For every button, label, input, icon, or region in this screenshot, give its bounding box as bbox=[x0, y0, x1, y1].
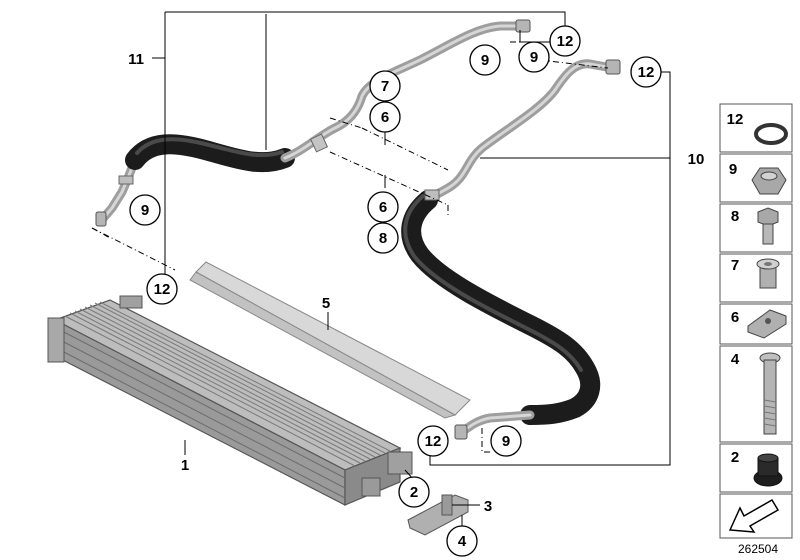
svg-text:6: 6 bbox=[731, 309, 739, 326]
svg-text:6: 6 bbox=[379, 199, 387, 216]
callout-6-upper: 6 bbox=[369, 101, 401, 133]
callout-7: 7 bbox=[369, 70, 401, 102]
svg-text:9: 9 bbox=[141, 202, 149, 219]
oil-cooler[interactable] bbox=[47, 295, 413, 506]
svg-text:4: 4 bbox=[458, 533, 467, 550]
callout-12-top-middle: 12 bbox=[549, 25, 581, 57]
svg-text:12: 12 bbox=[425, 433, 442, 450]
reference-lines bbox=[91, 41, 609, 453]
long-bolt-icon bbox=[759, 352, 781, 435]
legend-item-9[interactable]: 9 bbox=[719, 153, 793, 203]
label-11: 11 bbox=[128, 51, 144, 68]
svg-text:4: 4 bbox=[731, 351, 740, 368]
legend-item-6[interactable]: 6 bbox=[719, 303, 793, 345]
svg-text:8: 8 bbox=[379, 230, 387, 247]
callout-9-upper-left: 9 bbox=[129, 194, 161, 226]
bracket-clip-icon bbox=[747, 309, 787, 339]
arrow-icon bbox=[728, 498, 780, 533]
callout-2: 2 bbox=[398, 476, 430, 508]
oil-cooler-line-upper[interactable] bbox=[95, 19, 531, 227]
rubber-mount-icon bbox=[753, 453, 783, 487]
svg-text:8: 8 bbox=[731, 208, 739, 225]
svg-text:6: 6 bbox=[381, 109, 389, 126]
svg-text:9: 9 bbox=[729, 161, 737, 178]
hex-nut-icon bbox=[751, 167, 787, 195]
callout-6-lower: 6 bbox=[367, 191, 399, 223]
svg-text:2: 2 bbox=[731, 449, 739, 466]
svg-text:7: 7 bbox=[731, 257, 739, 274]
callout-12-upper-left: 12 bbox=[146, 273, 178, 305]
callout-12-top-right: 12 bbox=[630, 56, 662, 88]
leader-lines bbox=[152, 11, 671, 527]
bolt-icon bbox=[757, 207, 779, 245]
svg-text:12: 12 bbox=[557, 33, 574, 50]
legend-item-2[interactable]: 2 bbox=[719, 443, 793, 493]
cover-strip[interactable] bbox=[189, 261, 471, 419]
legend-item-8[interactable]: 8 bbox=[719, 203, 793, 253]
svg-text:12: 12 bbox=[154, 281, 171, 298]
callout-9-top-right: 9 bbox=[518, 41, 550, 73]
svg-text:2: 2 bbox=[410, 484, 418, 501]
callout-4: 4 bbox=[446, 525, 478, 557]
o-ring-icon bbox=[754, 123, 788, 145]
oil-cooler-line-lower[interactable] bbox=[401, 59, 621, 440]
legend-arrow-box bbox=[719, 493, 793, 539]
svg-text:9: 9 bbox=[502, 433, 510, 450]
parts-legend: 12 9 8 7 bbox=[719, 103, 793, 539]
svg-text:12: 12 bbox=[638, 64, 655, 81]
callout-9-lower: 9 bbox=[490, 425, 522, 457]
svg-text:7: 7 bbox=[381, 78, 389, 95]
svg-text:12: 12 bbox=[727, 111, 744, 128]
callout-8: 8 bbox=[367, 222, 399, 254]
legend-item-7[interactable]: 7 bbox=[719, 253, 793, 303]
callout-12-lower: 12 bbox=[417, 425, 449, 457]
diagram-reference-number: 262504 bbox=[738, 542, 778, 556]
sleeve-icon bbox=[756, 258, 780, 289]
callout-9-top-left: 9 bbox=[469, 44, 501, 76]
legend-item-12[interactable]: 12 bbox=[719, 103, 793, 153]
svg-text:9: 9 bbox=[530, 49, 538, 66]
label-5: 5 bbox=[322, 295, 330, 312]
legend-item-4[interactable]: 4 bbox=[719, 345, 793, 443]
label-1: 1 bbox=[181, 457, 189, 474]
svg-text:9: 9 bbox=[481, 52, 489, 69]
label-10: 10 bbox=[688, 151, 705, 168]
label-3: 3 bbox=[484, 498, 492, 515]
